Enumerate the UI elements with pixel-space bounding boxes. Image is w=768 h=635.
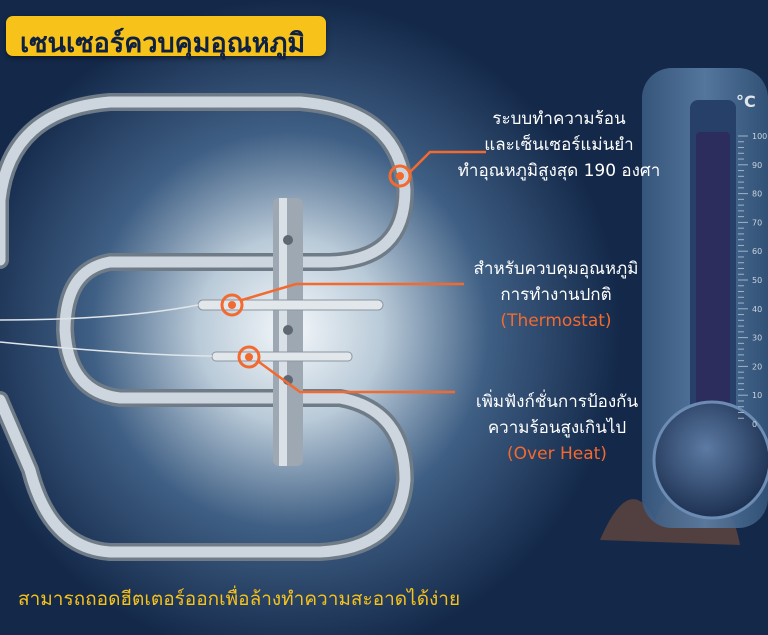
- thermometer-fill: [696, 132, 730, 452]
- scale-label: 50: [752, 276, 762, 285]
- scale-label: 20: [752, 362, 762, 371]
- callout-line: และเซ็นเซอร์แม่นยำ: [484, 135, 634, 155]
- scale-label: 0: [752, 420, 757, 429]
- thermometer-bulb: [652, 400, 768, 520]
- scale-label: 100: [752, 132, 767, 141]
- overheat-probe: [211, 351, 353, 362]
- callout-english-term: (Over Heat): [507, 444, 607, 464]
- mounting-bracket: [273, 198, 303, 466]
- thermometer-graphic: [642, 68, 768, 528]
- callout-line: เพิ่มฟังก์ชั่นการป้องกัน: [475, 392, 639, 412]
- callout-3-marker: [237, 345, 455, 394]
- celsius-unit-label: °C: [736, 92, 756, 111]
- scale-label: 70: [752, 218, 762, 227]
- callout-line: ความร้อนสูงเกินไป: [487, 418, 627, 438]
- callout-1-marker: [388, 150, 486, 188]
- callout-line: ระบบทำความร้อน: [492, 109, 626, 129]
- callout-line: ทำอุณหภูมิสูงสุด 190 องศา: [457, 161, 661, 181]
- callout-line: การทำงานปกติ: [500, 285, 612, 305]
- thermostat-probe: [197, 299, 384, 311]
- scale-label: 10: [752, 391, 762, 400]
- heating-element: [0, 93, 415, 561]
- callout-line: สำหรับควบคุมอุณหภูมิ: [473, 259, 639, 279]
- callout-overheat: เพิ่มฟังก์ชั่นการป้องกัน ความร้อนสูงเกิน…: [446, 389, 668, 467]
- callout-thermostat: สำหรับควบคุมอุณหภูมิ การทำงานปกติ (Therm…: [456, 256, 656, 334]
- callout-2-marker: [220, 282, 464, 317]
- scale-label: 80: [752, 190, 762, 199]
- callout-heating-system: ระบบทำความร้อน และเซ็นเซอร์แม่นยำ ทำอุณห…: [428, 106, 690, 184]
- callout-english-term: (Thermostat): [500, 311, 612, 331]
- scale-label: 40: [752, 305, 762, 314]
- footer-note: สามารถถอดฮีตเตอร์ออกเพื่อล้างทำความสะอาด…: [18, 588, 461, 610]
- scale-label: 90: [752, 161, 762, 170]
- title-badge: เซนเซอร์ควบคุมอุณหภูมิ: [6, 16, 326, 59]
- scale-label: 30: [752, 334, 762, 343]
- scale-label: 60: [752, 247, 762, 256]
- page-title: เซนเซอร์ควบคุมอุณหภูมิ: [20, 28, 306, 59]
